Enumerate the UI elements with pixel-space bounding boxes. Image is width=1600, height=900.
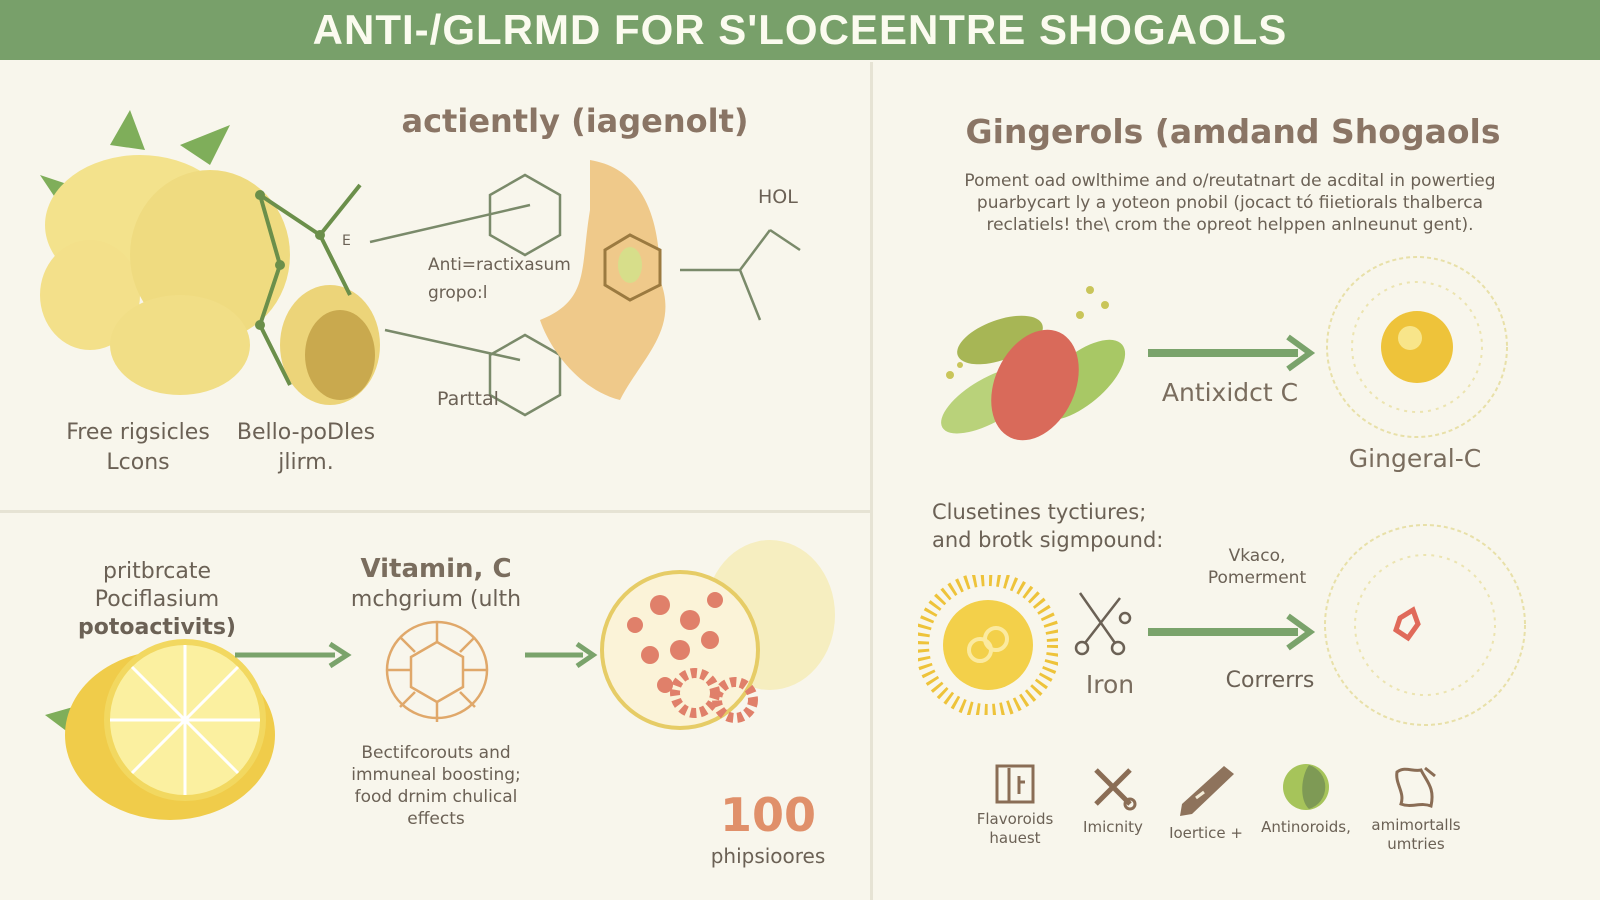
label-line: potoactivits) — [78, 615, 236, 640]
label-group: Anti=ractixasum gropo:l — [428, 251, 571, 307]
heading-line: and brotk sigmpound: — [932, 528, 1164, 552]
caption-line: Free rigsicles — [66, 420, 210, 445]
vertical-divider — [870, 62, 873, 900]
label-hol: HOL — [758, 186, 798, 208]
desc-line: food drnim chulical — [354, 787, 518, 807]
ginger-leaves-illustration — [941, 286, 1126, 441]
caption-line: Bello-poDles — [236, 420, 376, 445]
vitamin-subtitle: mchgrium (ulth — [350, 587, 522, 612]
desc-line: effects — [407, 809, 465, 829]
icon-label: Ioertice + — [1169, 824, 1243, 842]
heading-line: Clusetines tyctiures; — [932, 500, 1147, 524]
map-icon — [1395, 766, 1436, 809]
label-line: umtries — [1387, 835, 1445, 853]
molecule-diagram — [369, 160, 801, 417]
label-line: hauest — [989, 829, 1041, 847]
vitamin-structure-icon — [385, 620, 489, 722]
tools-icon — [1094, 768, 1137, 811]
icon-label: Antinoroids, — [1261, 818, 1351, 836]
paragraph-line: puarbycart ly a yoteon pnobil (jocact tó… — [976, 193, 1484, 213]
label-line: Vkaco, — [1228, 546, 1286, 566]
header-banner: ANTI-/GLRMD FOR S'LOCEENTRE SHOGAOLS — [0, 0, 1600, 60]
paragraph-line: Poment oad owlthime and o/reutatnart de … — [964, 171, 1496, 191]
vitamin-title: Vitamin, C — [360, 554, 512, 584]
sun-icon — [918, 575, 1058, 715]
desc-line: Bectifcorouts and — [361, 743, 511, 763]
flavoroid-box-icon — [995, 764, 1035, 804]
result1-label: Gingeral-C — [1348, 444, 1482, 473]
pen-icon — [1180, 766, 1234, 816]
sub-heading: Clusetines tyctiures; and brotk sigmpound… — [932, 498, 1163, 554]
ginger-root-illustration: E — [40, 110, 380, 405]
arrow2-label: Correrrs — [1225, 668, 1315, 693]
arrow1-label: Antixidct C — [1161, 378, 1299, 407]
section-title-right: Gingerols (amdand Shogaols — [965, 112, 1501, 151]
label-line: Pociflasium — [94, 587, 220, 612]
scissors-molecule-icon — [1074, 592, 1132, 656]
label-line: Pomerment — [1207, 568, 1307, 588]
lemon-illustration — [45, 639, 275, 820]
label-line: Anti=ractixasum — [428, 255, 571, 275]
icon-item-antinoroids: Antinoroids, — [1256, 762, 1356, 854]
arrow2-top-label: Vkaco,Pomerment — [1208, 545, 1306, 589]
paragraph-line: reclatiels! the\ crom the opreot helppen… — [986, 215, 1474, 235]
label-line: gropo:l — [428, 283, 488, 303]
icon-item-ioertice: Ioertice + — [1156, 762, 1256, 854]
arrow-right-icon — [525, 641, 598, 669]
arrow-right-icon — [1148, 334, 1316, 372]
arrow-right-icon — [1148, 613, 1316, 651]
stat-label: phipsioores — [710, 844, 826, 868]
caption-bello: Bello-poDles jlirm. — [237, 418, 375, 478]
horizontal-divider — [0, 510, 870, 513]
label-line: pritbrcate — [102, 559, 211, 584]
svg-text:E: E — [342, 233, 351, 249]
label-partal: Parttal — [437, 388, 499, 410]
cell-gears-illustration — [600, 540, 835, 730]
section-title-left: actiently (iagenolt) — [401, 102, 749, 140]
label-line: Flavoroids — [976, 810, 1054, 828]
right-paragraph: Poment oad owlthime and o/reutatnart de … — [964, 170, 1495, 236]
page-title: ANTI-/GLRMD FOR S'LOCEENTRE SHOGAOLS — [312, 6, 1288, 53]
shogaol-burst-icon — [1324, 524, 1526, 726]
label-line: amimortalls — [1371, 816, 1461, 834]
icon-label: Imicnity — [1083, 818, 1143, 836]
stat-number: 100 — [719, 788, 817, 842]
iron-label: Iron — [1085, 670, 1135, 699]
green-orb-icon — [1283, 764, 1329, 810]
icon-item-immunity: Imicnity — [1070, 762, 1156, 854]
gingeral-burst-icon — [1326, 256, 1508, 438]
caption-line: jlirm. — [278, 450, 334, 475]
desc-line: immuneal boosting; — [351, 765, 521, 785]
caption-line: Lcons — [106, 450, 170, 475]
arrow-right-icon — [235, 641, 352, 669]
